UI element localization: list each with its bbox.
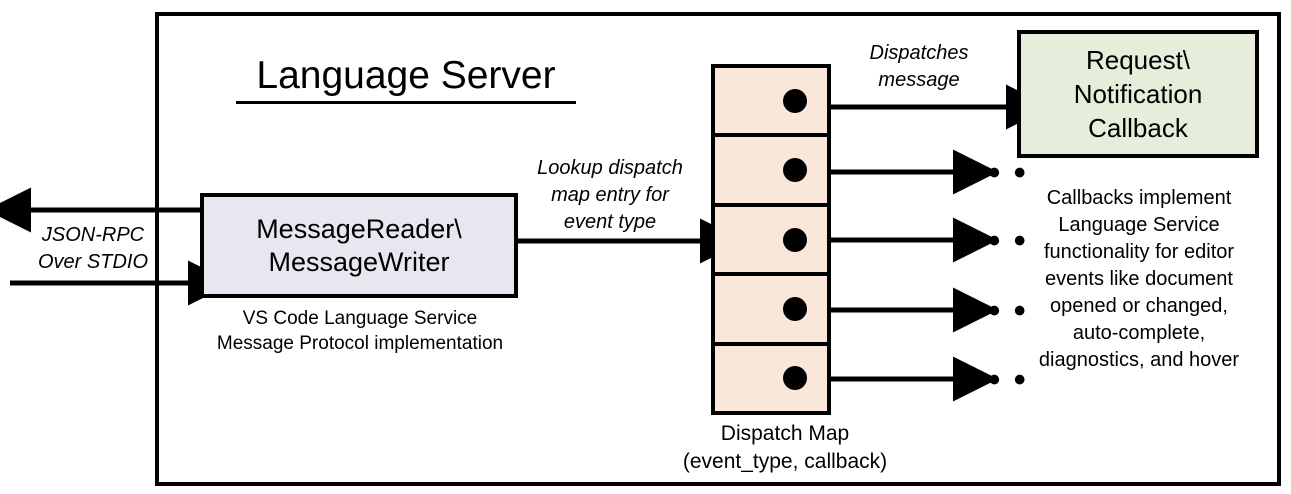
dispatches-label-line1: Dispatches <box>869 42 969 64</box>
dot-icon <box>783 158 807 183</box>
callback-desc-line5: opened or changed, <box>1050 295 1228 317</box>
dispatch-caption-line1: Dispatch Map <box>720 422 850 445</box>
callback-desc-line4: events like document <box>1045 268 1233 290</box>
dispatches-label-line2: message <box>878 69 960 91</box>
dot-icon <box>783 366 807 391</box>
dispatch-map-row-3[interactable] <box>715 207 827 277</box>
dispatch-map-row-1[interactable] <box>715 68 827 138</box>
dispatch-map-row-4[interactable] <box>715 276 827 346</box>
dispatches-message-label: Dispatches message <box>836 40 1002 94</box>
dot-icon <box>783 88 807 113</box>
callback-box-line1: Request\ <box>1085 45 1191 75</box>
jsonrpc-transport-label: JSON-RPC Over STDIO <box>18 222 168 276</box>
message-reader-writer-caption: VS Code Language Service Message Protoco… <box>195 306 525 356</box>
callback-desc-line7: diagnostics, and hover <box>1038 349 1240 371</box>
dot-icon <box>783 296 807 321</box>
page-title: Language Server <box>236 52 576 104</box>
dispatch-map-table[interactable] <box>711 64 831 415</box>
callback-desc-line2: Language Service <box>1058 214 1220 236</box>
reader-box-line1: MessageReader\ <box>256 213 462 244</box>
lookup-dispatch-label: Lookup dispatch map entry for event type <box>515 155 705 236</box>
callback-box-line3: Callback <box>1088 113 1188 143</box>
dispatch-map-caption: Dispatch Map (event_type, callback) <box>645 420 925 476</box>
callback-desc-line3: functionality for editor <box>1043 241 1235 263</box>
callback-description: Callbacks implement Language Service fun… <box>1012 185 1266 374</box>
dispatch-map-row-5[interactable] <box>715 346 827 411</box>
language-server-boundary <box>155 12 1281 486</box>
jsonrpc-label-line1: JSON-RPC <box>41 224 145 246</box>
dispatch-caption-line2: (event_type, callback) <box>682 450 888 473</box>
lookup-label-line3: event type <box>563 211 657 233</box>
reader-box-line2: MessageWriter <box>268 246 450 277</box>
reader-caption-line1: VS Code Language Service <box>242 308 478 329</box>
ellipsis-row-2: • • • <box>963 154 1028 192</box>
callback-box-line2: Notification <box>1073 79 1203 109</box>
dispatch-map-row-2[interactable] <box>715 137 827 207</box>
reader-caption-line2: Message Protocol implementation <box>216 333 504 354</box>
request-notification-callback-box[interactable]: Request\ Notification Callback <box>1017 30 1259 158</box>
dot-icon <box>783 227 807 252</box>
lookup-label-line1: Lookup dispatch <box>537 157 683 179</box>
jsonrpc-label-line2: Over STDIO <box>37 251 148 273</box>
message-reader-writer-box[interactable]: MessageReader\ MessageWriter <box>200 193 518 298</box>
lookup-label-line2: map entry for <box>551 184 669 206</box>
callback-desc-line6: auto-complete, <box>1072 322 1206 344</box>
callback-desc-line1: Callbacks implement <box>1046 187 1232 209</box>
